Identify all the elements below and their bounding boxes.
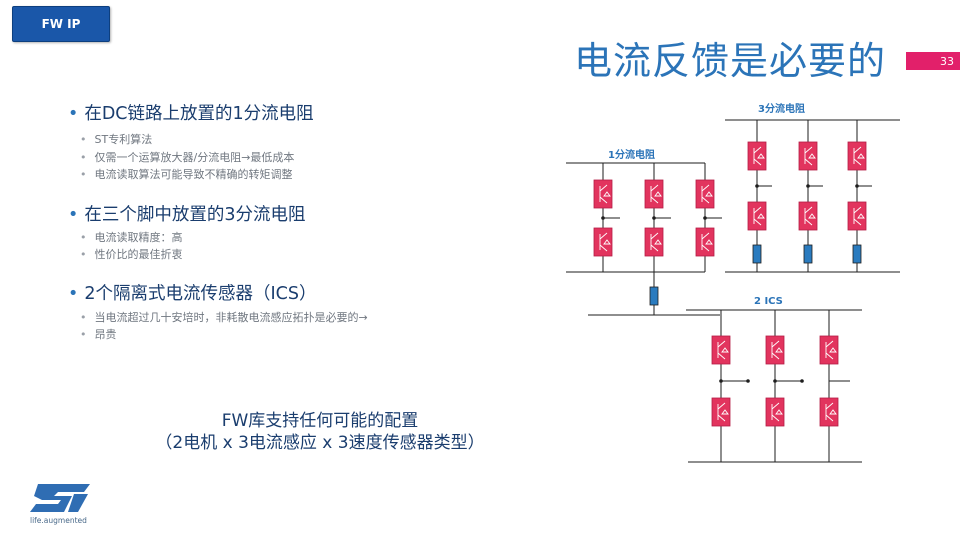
power-switch <box>765 335 785 365</box>
bullet-one-shunt: •在DC链路上放置的1分流电阻 <box>68 104 314 124</box>
sub-bullet: •昂贵 <box>80 328 117 341</box>
junction-dot <box>773 379 777 383</box>
bullet-icon: • <box>68 284 79 304</box>
bullet-icon: • <box>80 133 87 146</box>
bullet-ics: •2个隔离式电流传感器（ICS） <box>68 284 317 304</box>
conclusion-line-1: FW库支持任何可能的配置 <box>221 411 419 431</box>
power-switch <box>819 397 839 427</box>
bullet-icon: • <box>80 248 87 261</box>
power-switch <box>711 335 731 365</box>
junction-dot <box>601 216 605 220</box>
junction-dot <box>855 184 859 188</box>
power-switch <box>765 397 785 427</box>
power-switch <box>819 335 839 365</box>
power-switch <box>695 179 715 209</box>
label-two-ics: 2 ICS <box>754 296 783 307</box>
power-switch <box>695 227 715 257</box>
bullet-icon: • <box>80 328 87 341</box>
sub-bullet: •电流读取算法可能导致不精确的转矩调整 <box>80 168 293 181</box>
bullet-icon: • <box>80 231 87 244</box>
shunt-resistor <box>852 244 862 264</box>
power-switch <box>593 179 613 209</box>
power-switch <box>847 141 867 171</box>
junction-dot <box>806 184 810 188</box>
power-switch <box>593 227 613 257</box>
label-three-shunt: 3分流电阻 <box>758 102 805 115</box>
bullet-three-shunt: •在三个脚中放置的3分流电阻 <box>68 205 306 225</box>
power-switch <box>798 201 818 231</box>
circuit-wires <box>566 119 900 463</box>
section-tag: FW IP <box>12 6 110 42</box>
logo-tagline: life.augmented <box>30 516 87 525</box>
shunt-resistor <box>752 244 762 264</box>
label-one-shunt: 1分流电阻 <box>608 148 655 161</box>
sub-bullet: •电流读取精度：高 <box>80 231 183 244</box>
shunt-resistor <box>803 244 813 264</box>
page-number: 33 <box>906 52 960 70</box>
sub-bullet: •当电流超过几十安培时，非耗散电流感应拓扑是必要的→ <box>80 311 368 324</box>
sub-bullet: •ST专利算法 <box>80 133 153 146</box>
bullet-icon: • <box>80 151 87 164</box>
junction-dot <box>800 379 804 383</box>
power-switch <box>644 227 664 257</box>
shunt-resistor <box>649 286 659 306</box>
sub-bullet: •仅需一个运算放大器/分流电阻→最低成本 <box>80 151 295 164</box>
bullet-icon: • <box>68 205 79 225</box>
bullet-icon: • <box>80 168 87 181</box>
power-switch <box>747 141 767 171</box>
junction-dot <box>755 184 759 188</box>
junction-dot <box>719 379 723 383</box>
power-switch <box>847 201 867 231</box>
bullet-icon: • <box>68 104 79 124</box>
junction-dot <box>652 216 656 220</box>
power-switch <box>747 201 767 231</box>
bullet-icon: • <box>80 311 87 324</box>
junction-dot <box>746 379 750 383</box>
conclusion-text: FW库支持任何可能的配置 （2电机 x 3电流感应 x 3速度传感器类型） <box>140 410 500 454</box>
sub-bullet: •性价比的最佳折衷 <box>80 248 183 261</box>
junction-dot <box>703 216 707 220</box>
st-logo-icon <box>30 484 90 512</box>
power-switch <box>798 141 818 171</box>
power-switch <box>644 179 664 209</box>
power-switch <box>711 397 731 427</box>
circuit-parts <box>593 141 867 427</box>
conclusion-line-2: （2电机 x 3电流感应 x 3速度传感器类型） <box>155 433 485 453</box>
slide-title: 电流反馈是必要的 <box>573 39 886 83</box>
